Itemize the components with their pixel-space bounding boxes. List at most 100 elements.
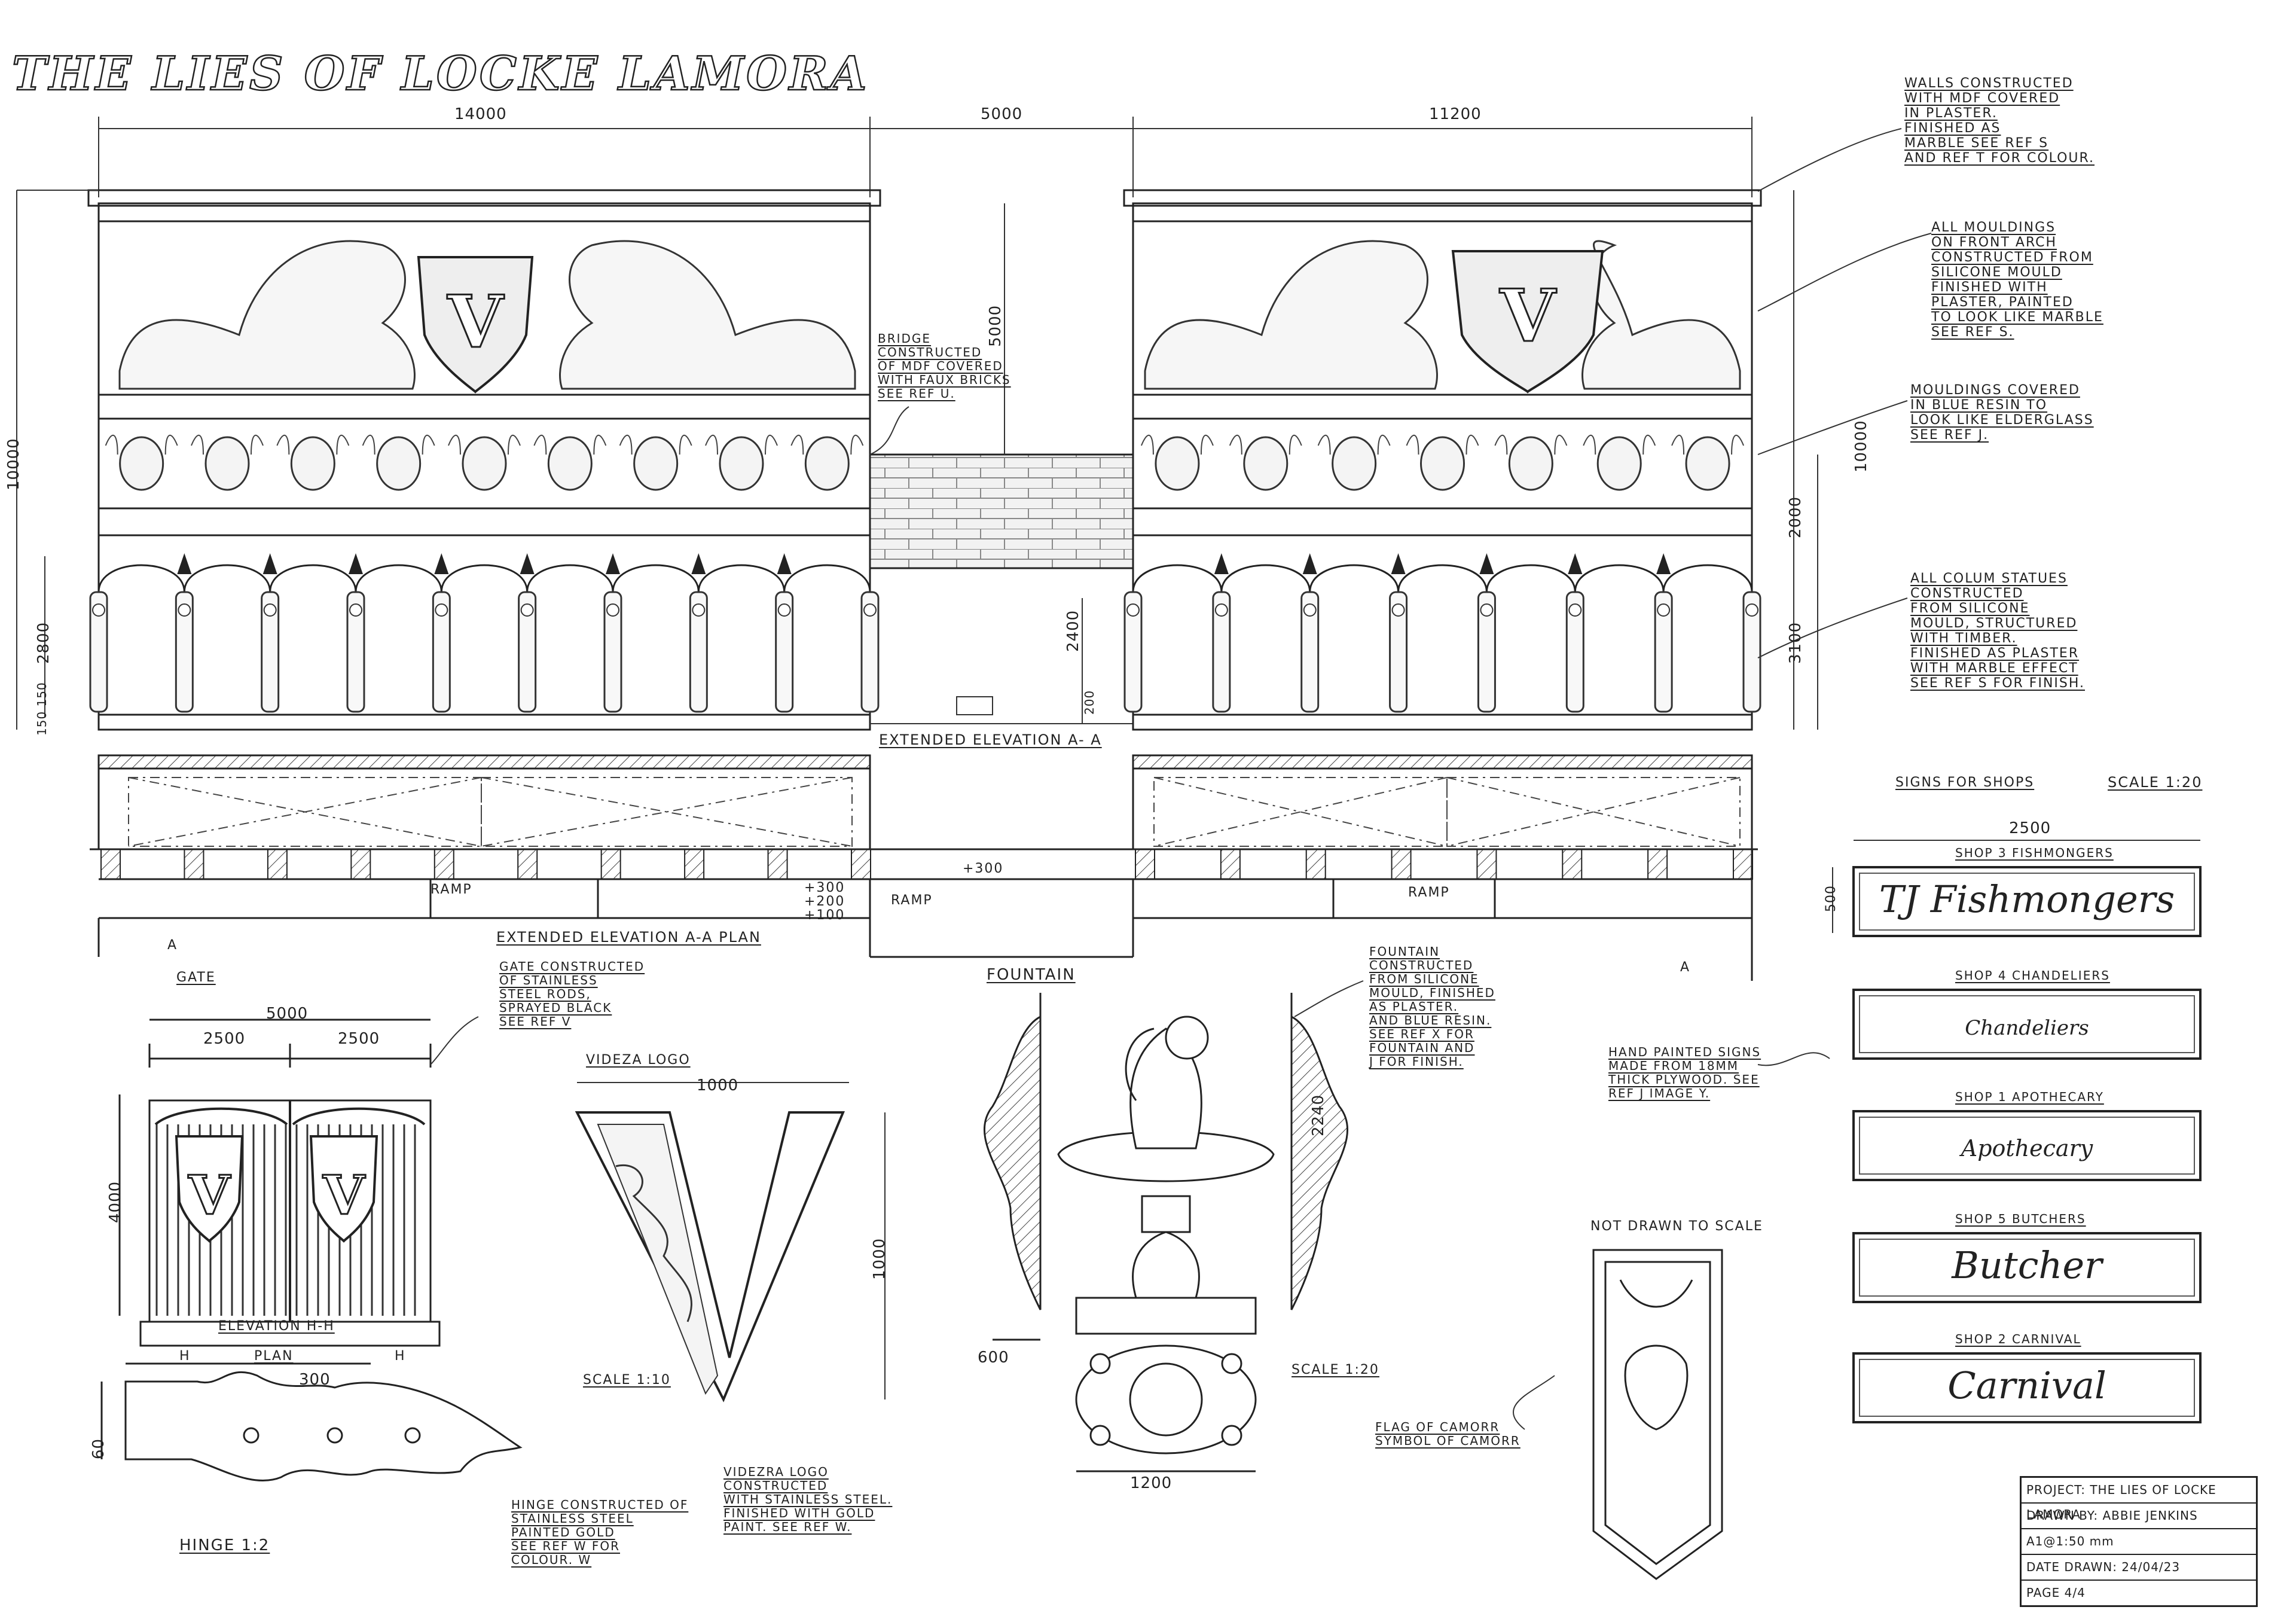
dim-top-right: 11200 [1429, 105, 1482, 123]
plan-level-100: +100 [804, 908, 845, 923]
hinge-height: 60 [90, 1438, 108, 1459]
note-mouldings-blue: MOULDINGS COVERED IN BLUE RESIN TO LOOK … [1910, 383, 2094, 443]
fountain-plan-width: 1200 [1130, 1474, 1173, 1492]
note-fountain: FOUNTAIN CONSTRUCTED FROM SILICONE MOULD… [1369, 944, 1495, 1069]
note-signs: HAND PAINTED SIGNS MADE FROM 18MM THICK … [1608, 1045, 1761, 1100]
left-lion-relief [118, 240, 856, 390]
face-medallion [290, 436, 335, 491]
column-statue [1477, 591, 1496, 713]
dim-bridge-base: 200 [1082, 690, 1097, 715]
column-statue [346, 591, 365, 713]
column-statue [1565, 591, 1584, 713]
sign-text: Chandeliers [1965, 1016, 2089, 1040]
note-mouldings: ALL MOULDINGS ON FRONT ARCH CONSTRUCTED … [1931, 220, 2103, 340]
sign-shop-label: SHOP 2 CARNIVAL [1955, 1332, 2081, 1346]
plan-pier [600, 849, 621, 880]
camorr-flag [1592, 1249, 1723, 1580]
sign-shop-label: SHOP 1 APOTHECARY [1955, 1090, 2104, 1104]
fountain-elevation [1039, 993, 1293, 1335]
column-statue [689, 591, 708, 713]
plan-level-mid: +300 [963, 861, 1004, 876]
plan-pier [184, 849, 204, 880]
dim-right-height: 10000 [1852, 420, 1870, 472]
arch-spandrel [777, 553, 792, 574]
arch [1397, 564, 1488, 593]
plan-level-300: +300 [804, 880, 845, 895]
plan-label: EXTENDED ELEVATION A-A PLAN [496, 929, 761, 946]
bridge [869, 203, 1134, 724]
note-statues: ALL COLUM STATUES CONSTRUCTED FROM SILIC… [1910, 571, 2086, 691]
logo-height: 1000 [871, 1237, 889, 1280]
arch-spandrel [1568, 553, 1583, 574]
column-statue [860, 591, 880, 713]
arch [697, 564, 786, 593]
plan-ramp-left: RAMP [430, 882, 472, 897]
column-statue [1123, 591, 1143, 713]
dim-bridge-lower: 2400 [1064, 609, 1082, 652]
hinge-width: 300 [299, 1371, 331, 1389]
face-medallion [633, 436, 679, 491]
arch-spandrel [262, 553, 277, 574]
signs-height: 500 [1824, 885, 1839, 912]
plan-ramp-right: RAMP [1408, 885, 1450, 900]
title-block: PROJECT: THE LIES OF LOCKE LAMORA DRAWN … [2020, 1476, 2258, 1607]
plan-pier [1562, 849, 1583, 880]
signs-title: SIGNS FOR SHOPS [1895, 775, 2035, 790]
plan-pier [267, 849, 288, 880]
arch [612, 564, 700, 593]
elevation-plan [90, 754, 1758, 981]
plan-pier [1135, 849, 1155, 880]
gate-elevation-label: ELEVATION H-H [218, 1319, 335, 1334]
arch-spandrel [691, 553, 706, 574]
column-statue [603, 591, 622, 713]
arch-spandrel [606, 553, 620, 574]
sheet-title: THE LIES OF LOCKE LAMORA [11, 46, 869, 102]
right-face-frieze [1141, 434, 1744, 491]
right-shield-letter: V [1499, 274, 1556, 358]
dim-right-upper: 2000 [1787, 496, 1805, 538]
plan-pier [684, 849, 705, 880]
arch-spandrel [434, 553, 449, 574]
dim-left-lower: 2800 [35, 621, 53, 664]
column-statue [261, 591, 280, 713]
sign-board [1852, 866, 2202, 937]
signs-width-dim [1832, 840, 2200, 933]
sign-board [1852, 1352, 2202, 1423]
note-gate: GATE CONSTRUCTED OF STAINLESS STEEL RODS… [499, 959, 645, 1029]
tb-page: PAGE 4/4 [2026, 1585, 2086, 1600]
tb-date: DATE DRAWN: 24/04/23 [2022, 1555, 2256, 1581]
column-statue [175, 591, 194, 713]
gate-half-right: 2500 [338, 1030, 380, 1048]
plan-pier [1305, 849, 1326, 880]
column-statue [1742, 591, 1761, 713]
plan-pier [1476, 849, 1497, 880]
arch [783, 564, 871, 593]
arch [1574, 564, 1665, 593]
section-marker-right: A [1680, 960, 1691, 975]
gate-half-left: 2500 [203, 1030, 246, 1048]
arch-spandrel [520, 553, 535, 574]
gate-shield-letter-right: V [322, 1164, 366, 1227]
column-statue [89, 591, 108, 713]
arch [269, 564, 357, 593]
arch [1309, 564, 1400, 593]
right-lion-relief [1144, 240, 1741, 390]
face-medallion [204, 436, 250, 491]
top-dimension-line [98, 117, 1752, 197]
arch-spandrel [349, 553, 363, 574]
vertical-dimension-lines [16, 190, 1818, 730]
sign-text: Apothecary [1959, 1135, 2093, 1161]
face-medallion [462, 436, 507, 491]
gate-shields: V V [175, 1135, 378, 1243]
note-flag: FLAG OF CAMORR SYMBOL OF CAMORR [1375, 1420, 1521, 1448]
fountain-height: 2240 [1309, 1094, 1327, 1136]
flag-label: NOT DRAWN TO SCALE [1590, 1219, 1763, 1234]
dim-right-lower: 3100 [1787, 621, 1805, 664]
arch-spandrel [177, 553, 192, 574]
gate-height: 4000 [106, 1181, 124, 1223]
logo-scale: SCALE 1:10 [583, 1373, 671, 1388]
plan-level-200: +200 [804, 894, 845, 909]
face-medallion [1420, 436, 1465, 491]
face-medallion [804, 436, 850, 491]
plan-pier [1220, 849, 1241, 880]
